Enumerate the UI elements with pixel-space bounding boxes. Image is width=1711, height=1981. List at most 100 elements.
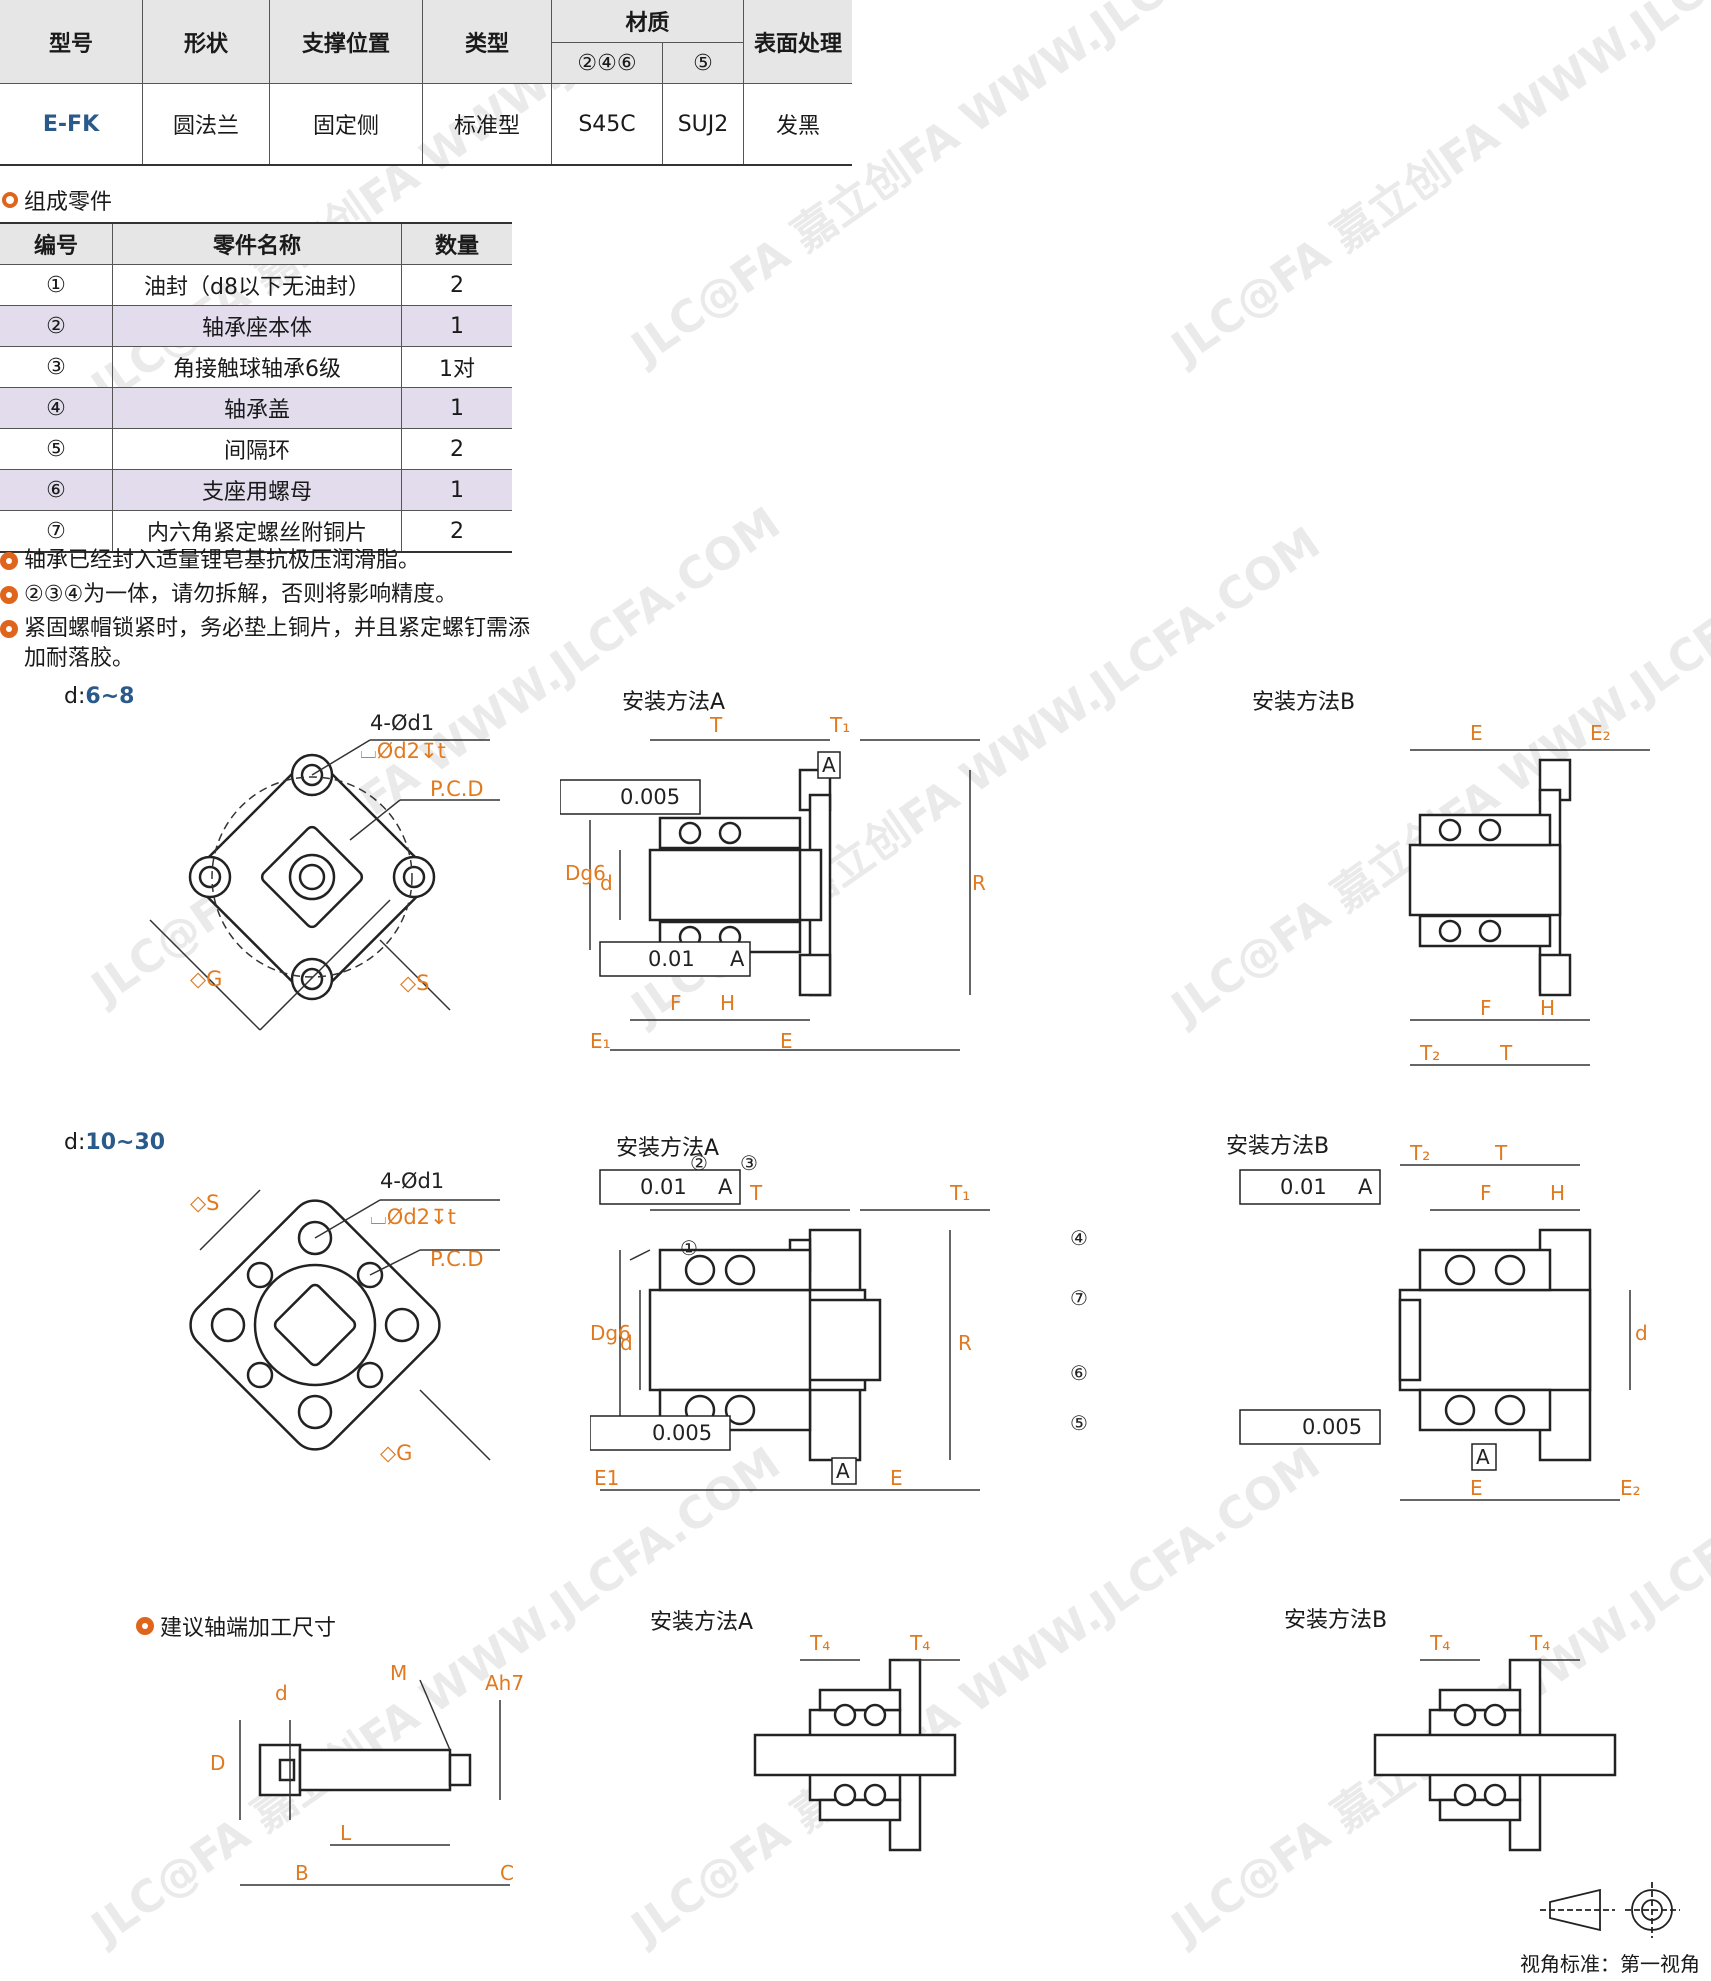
section-method-b-large: T₂ T F H d E E₂ 0.01 A 0.005 A	[1239, 1141, 1648, 1501]
dim-Dg6: Dg6	[565, 861, 606, 885]
shaft-end-drawing: D d M Ah7 L B C	[210, 1661, 524, 1886]
range-value: 10~30	[85, 1130, 166, 1155]
callout-3: ③	[740, 1151, 758, 1175]
header-shape: 形状	[142, 0, 270, 84]
tol-flat: 0.005	[1302, 1415, 1362, 1439]
part-name: 内六角紧定螺丝附铜片	[112, 510, 402, 553]
dim-T4: T₄	[909, 1631, 930, 1655]
header-material-sub-2: ⑤	[662, 42, 744, 84]
dim-d: d	[1635, 1321, 1648, 1345]
note-text: ②③④为一体，请勿拆解，否则将影响精度。	[24, 582, 458, 607]
g-dim-label: ◇G	[190, 967, 222, 991]
parts-header-name: 零件名称	[112, 222, 402, 265]
dim-T2: T₂	[1419, 1041, 1440, 1065]
tol-perp: 0.01	[1280, 1175, 1327, 1199]
dim-Ah7: Ah7	[485, 1671, 524, 1695]
view-standard: 视角标准：第一视角	[1520, 1952, 1700, 1976]
dim-M: M	[390, 1661, 407, 1685]
shaft-title: 建议轴端加工尺寸	[136, 1610, 336, 1642]
section-method-a-small: T T₁ R d Dg6 F H E₁ E 0.005 0.01 A A	[560, 713, 986, 1053]
pcd-label: P.C.D	[430, 1247, 484, 1271]
method-b-label-2: 安装方法B	[1226, 1134, 1330, 1159]
note-3: 紧固螺帽锁紧时，务必垫上铜片，并且紧定螺钉需添加耐落胶。	[0, 614, 540, 674]
note-2: ②③④为一体，请勿拆解，否则将影响精度。	[0, 580, 560, 610]
dim-H: H	[720, 991, 735, 1015]
dim-T1: T₁	[949, 1181, 970, 1205]
part-qty: 1	[401, 387, 512, 429]
header-material-sub-1: ②④⑥	[551, 42, 663, 84]
dim-C: C	[500, 1861, 514, 1885]
part-name: 角接触球轴承6级	[112, 346, 402, 388]
dim-H: H	[1540, 996, 1555, 1020]
hole-label: 4-Ød1	[380, 1169, 444, 1193]
s-dim-label: ◇S	[190, 1191, 219, 1215]
part-qty: 2	[401, 510, 512, 553]
header-support: 支撑位置	[269, 0, 423, 84]
dim-D: D	[210, 1751, 225, 1775]
dim-T: T	[709, 713, 723, 737]
cell-material-2: SUJ2	[662, 83, 744, 166]
dim-T4: T₄	[1429, 1631, 1450, 1655]
parts-header-qty: 数量	[401, 222, 512, 265]
first-angle-projection-icon	[1540, 1882, 1680, 1938]
header-material: 材质	[551, 0, 744, 43]
spec-table: 型号 形状 支撑位置 类型 材质 表面处理 ②④⑥ ⑤ E-FK 圆法兰 固定侧…	[0, 0, 852, 166]
flange-view-small: 4-Ød1 ⌴Ød2↧t P.C.D ◇G ◇S	[149, 711, 500, 1031]
dim-Dg6: Dg6	[590, 1321, 631, 1345]
watermark: JLC@FA 嘉立创FA WWW.JLCFA.COM	[1162, 0, 1711, 374]
parts-title-text: 组成零件	[24, 190, 113, 215]
datum-ref: A	[1358, 1175, 1373, 1199]
tol-perp: 0.01	[640, 1175, 687, 1199]
datum-box: A	[836, 1459, 850, 1483]
method-a-label-3: 安装方法A	[650, 1610, 754, 1635]
cell-support: 固定侧	[269, 83, 423, 166]
dim-T: T	[1494, 1141, 1508, 1165]
dot-bullet-icon	[136, 1617, 154, 1635]
part-qty: 2	[401, 264, 512, 306]
dim-T: T	[749, 1181, 763, 1205]
dim-E1: E₁	[590, 1029, 611, 1053]
part-no: ⑥	[0, 469, 113, 511]
dim-R: R	[972, 871, 986, 895]
part-qty: 1对	[401, 346, 512, 388]
dim-E1: E1	[594, 1466, 619, 1490]
dim-T2: T₂	[1409, 1141, 1430, 1165]
d-prefix: d:	[64, 684, 86, 709]
header-type: 类型	[422, 0, 552, 84]
part-no: ⑤	[0, 428, 113, 470]
cbore-label: ⌴Ød2↧t	[370, 1205, 456, 1229]
dim-d: d	[275, 1681, 288, 1705]
cbore-label: ⌴Ød2↧t	[360, 739, 446, 763]
header-model: 型号	[0, 0, 143, 84]
dim-H: H	[1550, 1181, 1565, 1205]
dot-bullet-icon	[0, 620, 18, 638]
dim-E: E	[1470, 721, 1483, 745]
assembly-method-b: T₄ T₄	[1373, 1631, 1617, 1852]
callout-1: ①	[680, 1236, 698, 1260]
range-label-2: d:10~30	[64, 1130, 165, 1155]
parts-title: 组成零件	[2, 184, 112, 216]
part-no: ①	[0, 264, 113, 306]
method-a-label-2: 安装方法A	[616, 1136, 720, 1161]
dim-F: F	[1480, 996, 1492, 1020]
dim-T: T	[1499, 1041, 1513, 1065]
part-no: ⑦	[0, 510, 113, 553]
datum-box: A	[822, 753, 836, 777]
callout-6: ⑥	[1070, 1361, 1088, 1385]
datum-ref: A	[730, 947, 745, 971]
dim-E2: E₂	[1620, 1476, 1641, 1500]
callout-2: ②	[690, 1151, 708, 1175]
section-method-a-large: T T₁ R d Dg6 E1 E ② ③ ① ④ ⑦ ⑥ ⑤ 0.01 A 0…	[590, 1151, 1088, 1491]
tol-flat: 0.005	[620, 785, 680, 809]
part-name: 间隔环	[112, 428, 402, 470]
dim-T4: T₄	[809, 1631, 830, 1655]
dim-B: B	[295, 1861, 309, 1885]
assembly-method-a: T₄ T₄	[753, 1631, 960, 1852]
shaft-title-text: 建议轴端加工尺寸	[160, 1616, 337, 1641]
callout-5: ⑤	[1070, 1411, 1088, 1435]
